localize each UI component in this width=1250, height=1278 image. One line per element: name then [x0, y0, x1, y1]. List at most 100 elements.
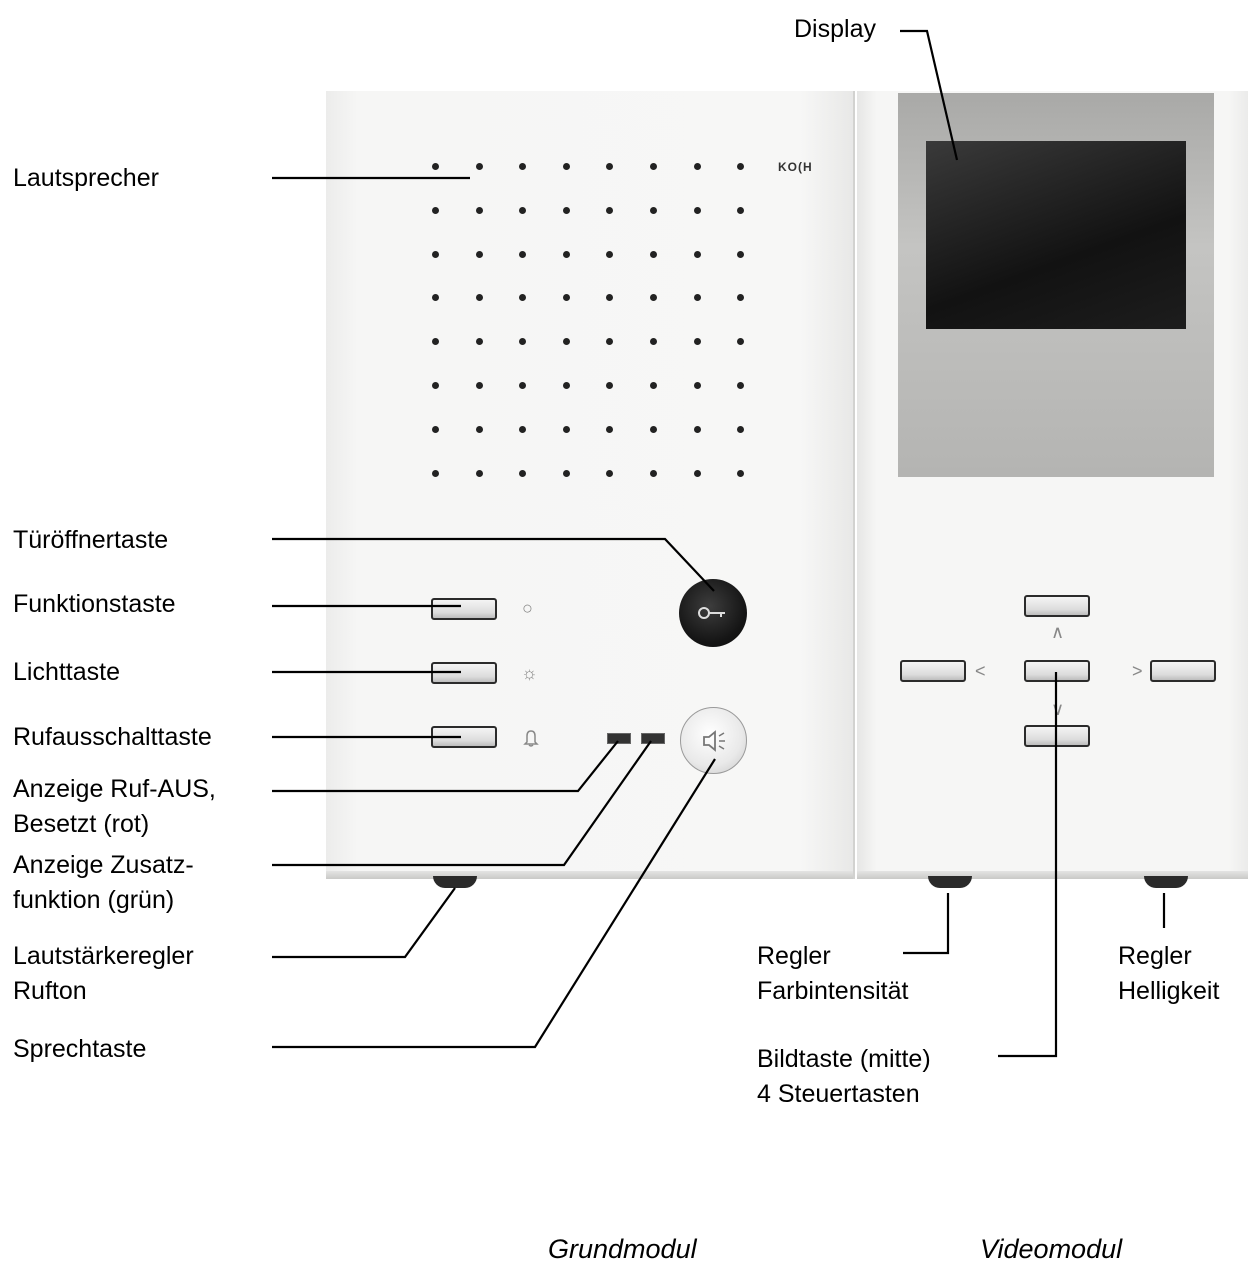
grille-hole	[606, 250, 614, 258]
grille-hole	[650, 163, 657, 170]
grille-hole	[475, 294, 483, 302]
grille-hole	[519, 338, 527, 346]
key-icon	[698, 607, 725, 619]
grille-hole	[606, 425, 614, 433]
grille-hole	[650, 294, 657, 302]
grille-hole	[519, 294, 527, 302]
label-anzeige-zusatz: Anzeige Zusatz- funktion (grün)	[13, 848, 194, 918]
leader-regler-farbintensitaet	[903, 893, 950, 955]
label-sprechtaste: Sprechtaste	[13, 1035, 147, 1063]
label-anzeige-ruf-aus-line2: Besetzt (rot)	[13, 810, 150, 838]
funktionstaste-button[interactable]	[431, 598, 497, 620]
grille-hole	[650, 338, 657, 346]
grille-hole	[650, 382, 657, 389]
grille-hole	[650, 206, 657, 214]
steuertaste-up-button[interactable]	[1024, 595, 1090, 617]
leader-anzeige-ruf-aus	[272, 740, 619, 793]
label-bildtaste: Bildtaste (mitte) 4 Steuertasten	[757, 1042, 931, 1112]
leader-display	[900, 29, 959, 161]
regler-helligkeit-knob[interactable]	[1144, 876, 1188, 888]
grille-hole	[737, 250, 745, 258]
grille-hole	[475, 163, 483, 170]
grille-hole	[562, 338, 570, 346]
label-display: Display	[794, 15, 876, 43]
grille-hole	[562, 294, 570, 302]
grille-hole	[562, 469, 570, 477]
caption-grundmodul: Grundmodul	[548, 1234, 697, 1264]
led-ruf-aus-red	[607, 733, 631, 744]
label-rufausschalttaste: Rufausschalttaste	[13, 723, 212, 751]
grille-hole	[606, 338, 614, 346]
bell-icon	[523, 730, 539, 747]
grille-hole	[432, 206, 439, 214]
circle-icon: ○	[522, 598, 533, 618]
label-tueroeffnertaste: Türöffnertaste	[13, 526, 169, 554]
grille-hole	[562, 382, 570, 389]
grille-hole	[562, 425, 570, 433]
display-screen	[926, 141, 1186, 329]
grille-hole	[519, 382, 527, 389]
grille-hole	[475, 338, 483, 346]
grille-hole	[650, 250, 657, 258]
steuertaste-left-button[interactable]	[900, 660, 966, 682]
grille-hole	[519, 250, 527, 258]
label-funktionstaste: Funktionstaste	[13, 590, 176, 618]
grille-hole	[693, 163, 701, 170]
grille-hole	[693, 206, 701, 214]
grundmodul-panel	[326, 91, 855, 879]
speaker-icon	[702, 729, 725, 752]
grille-hole	[562, 163, 570, 170]
grille-hole	[432, 338, 439, 346]
grille-hole	[737, 294, 745, 302]
brand-logo: KO(H	[778, 160, 813, 174]
grille-hole	[737, 163, 745, 170]
grille-hole	[562, 250, 570, 258]
label-regler-farbintensitaet: Regler Farbintensität	[757, 939, 908, 1009]
label-bildtaste-line2: 4 Steuertasten	[757, 1080, 920, 1108]
sun-icon: ☼	[521, 663, 538, 683]
grille-hole	[519, 469, 527, 477]
label-anzeige-zusatz-line1: Anzeige Zusatz-	[13, 851, 194, 879]
grille-hole	[606, 163, 614, 170]
caption-videomodul: Videomodul	[980, 1234, 1123, 1264]
grille-hole	[432, 382, 439, 389]
grille-hole	[693, 338, 701, 346]
grille-hole	[606, 382, 614, 389]
grille-hole	[606, 206, 614, 214]
grille-hole	[650, 469, 657, 477]
grille-hole	[606, 294, 614, 302]
grille-hole	[432, 163, 439, 170]
grille-hole	[693, 382, 701, 389]
arrow-down-icon: ∨	[1051, 699, 1065, 719]
grille-hole	[475, 206, 483, 214]
label-lichttaste: Lichttaste	[13, 658, 121, 686]
label-anzeige-ruf-aus-line1: Anzeige Ruf-AUS,	[13, 775, 216, 803]
grille-hole	[475, 469, 483, 477]
grille-hole	[737, 206, 745, 214]
regler-farbintensitaet-knob[interactable]	[928, 876, 972, 888]
label-lautstaerkeregler: Lautstärkeregler Rufton	[13, 939, 194, 1009]
led-zusatzfunktion-green	[641, 733, 665, 744]
leader-lautstaerkeregler	[272, 887, 456, 959]
grille-hole	[432, 425, 439, 433]
label-regler-helligkeit-line2: Helligkeit	[1118, 977, 1220, 1005]
grille-hole	[432, 294, 439, 302]
leader-anzeige-zusatz	[272, 740, 652, 867]
grille-hole	[737, 425, 745, 433]
label-bildtaste-line1: Bildtaste (mitte)	[757, 1045, 931, 1073]
steuertaste-right-button[interactable]	[1150, 660, 1216, 682]
grille-hole	[475, 250, 483, 258]
grille-hole	[693, 250, 701, 258]
grille-hole	[737, 469, 745, 477]
grille-hole	[519, 163, 527, 170]
grille-hole	[693, 425, 701, 433]
grille-hole	[519, 425, 527, 433]
lautstaerkeregler-knob[interactable]	[433, 876, 477, 888]
leader-bildtaste	[998, 672, 1058, 1058]
grille-hole	[693, 294, 701, 302]
grille-hole	[562, 206, 570, 214]
label-lautstaerkeregler-line1: Lautstärkeregler	[13, 942, 194, 970]
grille-hole	[737, 338, 745, 346]
arrow-right-icon: >	[1132, 661, 1143, 681]
